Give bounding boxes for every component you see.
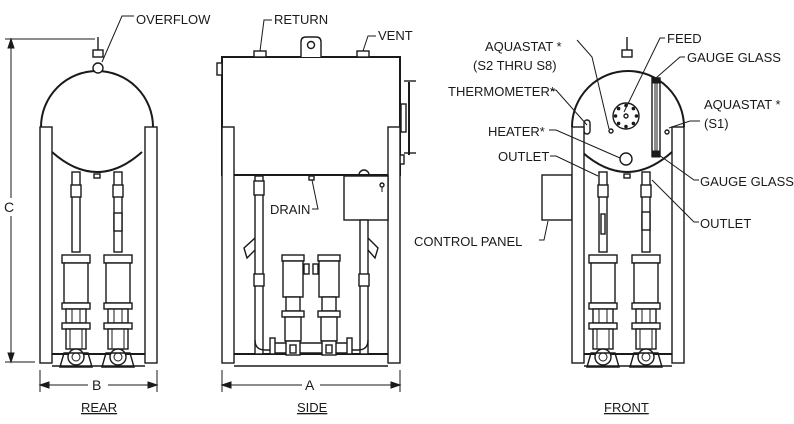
front-view — [539, 37, 700, 368]
rear-view-title: REAR — [81, 400, 117, 415]
feed-label: FEED — [667, 31, 702, 46]
dimension-c-label: C — [4, 199, 14, 215]
aquastat-s2-label-line1: AQUASTAT * — [485, 39, 562, 54]
aquastat-s1-label-line1: AQUASTAT * — [704, 97, 781, 112]
aquastat-s1-label-line2: (S1) — [704, 116, 729, 131]
gauge-glass-top-label: GAUGE GLASS — [687, 50, 781, 65]
overflow-label: OVERFLOW — [136, 12, 211, 27]
outlet-right-label: OUTLET — [700, 216, 751, 231]
side-pump-left — [281, 254, 310, 356]
rear-view — [3, 15, 159, 392]
control-panel-label: CONTROL PANEL — [414, 234, 522, 249]
side-pump-right — [312, 254, 341, 356]
dimension-b-label: B — [92, 377, 101, 393]
drain-label: DRAIN — [270, 202, 310, 217]
dimension-a — [220, 370, 402, 392]
side-view — [216, 19, 416, 392]
dimension-b — [38, 370, 159, 392]
return-label: RETURN — [274, 12, 328, 27]
front-view-title: FRONT — [604, 400, 649, 415]
side-view-title: SIDE — [297, 400, 328, 415]
outlet-left-label: OUTLET — [498, 149, 549, 164]
gauge-glass-bottom-label: GAUGE GLASS — [700, 174, 794, 189]
vent-label: VENT — [378, 28, 413, 43]
heater-label: HEATER* — [488, 124, 545, 139]
dimension-c — [3, 37, 95, 364]
dimension-a-label: A — [305, 377, 315, 393]
aquastat-s2-label-line2: (S2 THRU S8) — [473, 58, 557, 73]
thermometer-label: THERMOMETER* — [448, 84, 555, 99]
